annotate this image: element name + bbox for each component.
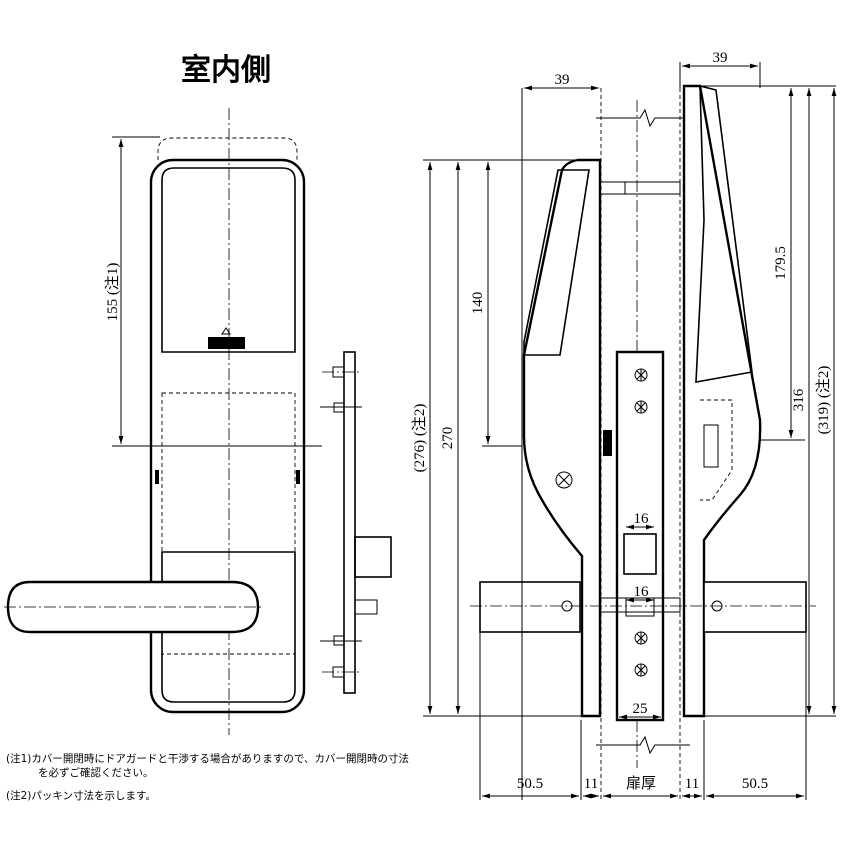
dim-16-lower-label: 16 [634,584,650,600]
latch-bolt [354,536,392,578]
screw-cross-b [558,474,570,486]
deadlatch [354,599,378,615]
dim-50-5-right-label: 50.5 [742,776,768,792]
indoor-cover-profile [523,169,590,356]
dim-276-label: (276) (注2) [411,404,428,473]
outdoor-latch-part [703,424,719,468]
dim-316-label: 316 [791,388,807,411]
dim-50-5-left-label: 50.5 [517,776,543,792]
indoor-body-profile [522,158,602,718]
break-line-bottom [596,735,690,755]
front-view: 155 (注1) [4,108,392,735]
dim-25-label: 25 [633,701,648,717]
drawing-title: 室内側 [181,53,271,88]
spindle [599,181,681,195]
screw-icon [555,471,573,489]
battery-cover [161,167,296,353]
case-screw-4-x [636,664,646,676]
break-line-top [596,108,690,128]
case-screw-3-x [636,632,646,644]
side-notch-right [296,470,300,484]
dim-11-right-label: 11 [685,776,699,792]
dim-39-right-label: 39 [713,50,728,66]
cover-release-tab [208,337,245,349]
lock-body-outline [149,158,306,714]
lower-panel [161,551,296,703]
screw-bottom [332,666,345,678]
dim-319-label: (319) (注2) [815,366,832,435]
latch-window [623,533,657,575]
outdoor-cover-profile [695,84,753,383]
case-screw-2-x [636,401,646,413]
cover-open-outline [157,137,298,160]
note-1-line-2: を必ずご確認ください。 [38,766,154,779]
note-2: (注2)パッキン寸法を示します。 [6,789,156,802]
clip-left [603,430,612,456]
case-screw-1-x [636,369,646,381]
dim-16-upper-label: 16 [634,511,650,527]
case-screws [634,368,648,677]
outdoor-handle-stub [703,581,807,633]
side-view: 39 39 140 270 (276) (注2) 179.5 316 (319)… [411,50,837,800]
dim-11-left-label: 11 [584,776,598,792]
dim-140-label: 140 [470,292,486,315]
note-1-line-1: (注1)カバー開閉時にドアガードと干渉する場合がありますので、カバー開閉時の寸法 [6,752,409,765]
triangle-mark-icon [221,327,231,335]
outdoor-hidden-part [700,399,733,501]
indoor-handle-stub [479,581,581,633]
dim-270-label: 270 [440,427,456,450]
dim-door-label: 扉厚 [626,775,656,792]
dim-155-label: 155 (注1) [104,263,121,322]
side-notch-left [155,470,159,484]
notes: (注1)カバー開閉時にドアガードと干渉する場合がありますので、カバー開閉時の寸法… [6,752,409,802]
dim-39-left-label: 39 [555,72,570,88]
screw-top [332,366,345,378]
mortise-hidden-outline [161,392,296,655]
face-plate [343,351,356,694]
dim-179-5-label: 179.5 [773,246,789,280]
